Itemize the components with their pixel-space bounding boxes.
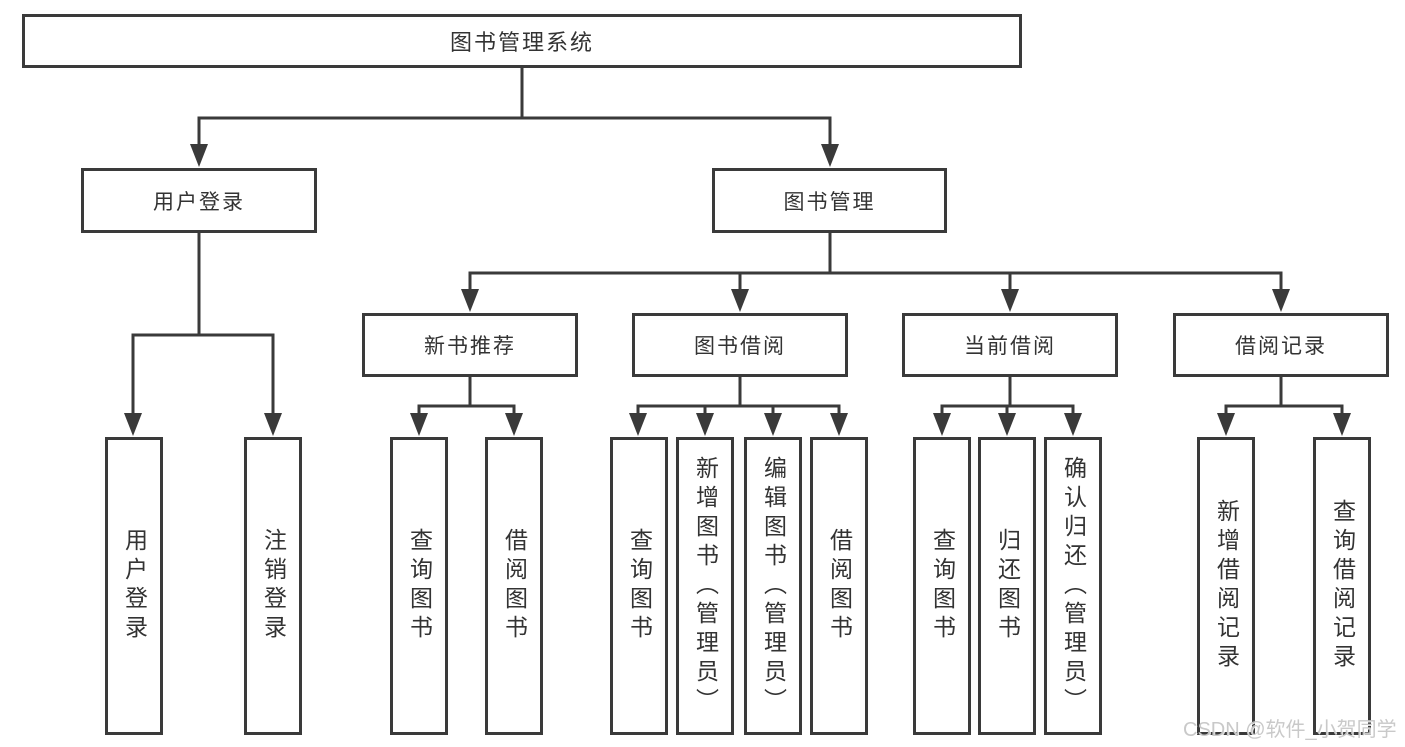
node-label: 图书管理 — [783, 190, 876, 214]
node-book-management: 图书管理 — [712, 168, 947, 233]
leaf-logout: 注销登录 — [244, 437, 302, 735]
leaf-query-books-borrowing: 查询图书 — [610, 437, 668, 735]
leaf-borrow-books-recommend: 借阅图书 — [485, 437, 543, 735]
leaf-user-login: 用户登录 — [105, 437, 163, 735]
node-label: 确认归还（管理员） — [1060, 455, 1087, 717]
node-label: 查询借阅记录 — [1329, 499, 1356, 673]
leaf-query-books-recommend: 查询图书 — [390, 437, 448, 735]
leaf-add-borrow-record: 新增借阅记录 — [1197, 437, 1255, 735]
node-library-management-system: 图书管理系统 — [22, 14, 1022, 68]
node-label: 用户登录 — [153, 190, 245, 214]
arrowheads — [124, 144, 1351, 436]
node-label: 用户登录 — [121, 528, 148, 644]
leaf-confirm-return-admin: 确认归还（管理员） — [1044, 437, 1102, 735]
node-label: 新书推荐 — [424, 335, 516, 358]
leaf-add-books-admin: 新增图书（管理员） — [676, 437, 734, 735]
leaf-query-borrow-record: 查询借阅记录 — [1313, 437, 1371, 735]
node-label: 查询图书 — [626, 528, 653, 644]
node-book-borrowing: 图书借阅 — [632, 313, 848, 377]
node-label: 注销登录 — [260, 528, 287, 644]
node-new-book-recommend: 新书推荐 — [362, 313, 578, 377]
node-label: 借阅记录 — [1235, 335, 1327, 358]
node-label: 编辑图书（管理员） — [760, 455, 787, 717]
node-label: 归还图书 — [994, 528, 1021, 644]
csdn-watermark: CSDN @软件_小贺同学 — [1183, 719, 1397, 741]
node-label: 新增图书（管理员） — [692, 455, 719, 717]
leaf-borrow-books: 借阅图书 — [810, 437, 868, 735]
node-label: 借阅图书 — [501, 528, 528, 644]
node-label: 新增借阅记录 — [1213, 499, 1240, 673]
node-borrow-records: 借阅记录 — [1173, 313, 1389, 377]
leaf-return-books: 归还图书 — [978, 437, 1036, 735]
node-label: 图书管理系统 — [449, 30, 594, 55]
node-label: 图书借阅 — [694, 335, 786, 358]
node-label: 当前借阅 — [964, 335, 1056, 358]
node-label: 查询图书 — [929, 528, 956, 644]
leaf-edit-books-admin: 编辑图书（管理员） — [744, 437, 802, 735]
node-label: 借阅图书 — [826, 528, 853, 644]
node-label: 查询图书 — [406, 528, 433, 644]
node-current-borrowing: 当前借阅 — [902, 313, 1118, 377]
leaf-query-books-current: 查询图书 — [913, 437, 971, 735]
node-user-login: 用户登录 — [81, 168, 317, 233]
